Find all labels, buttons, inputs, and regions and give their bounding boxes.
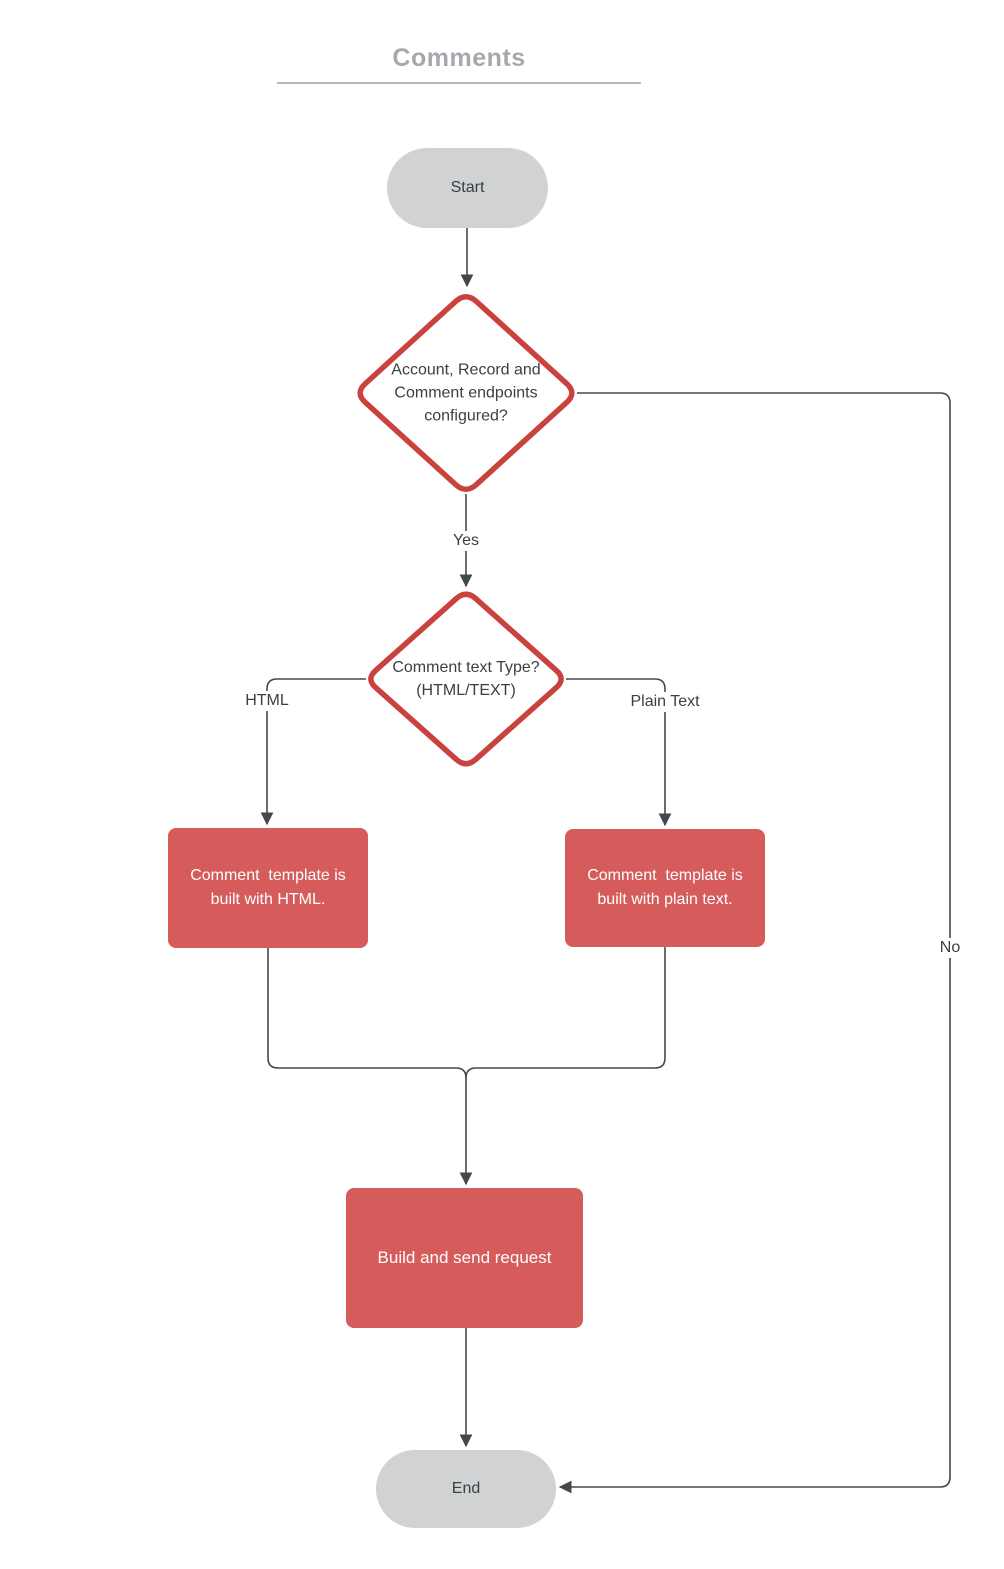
decision-endpoints-shape [357,293,575,493]
html-template-label: Comment template is built with HTML. [190,867,351,908]
build-request-node: Build and send request [346,1188,583,1328]
html-edge-label: HTML [240,691,294,711]
html-template-node: Comment template is built with HTML. [168,828,368,948]
end-node: End [376,1450,556,1528]
edge-html-branch [260,678,366,826]
flowchart-title: Comments [392,44,526,72]
decision-texttype-label: Comment text Type? (HTML/TEXT) [392,658,540,699]
title-underline [277,82,641,84]
edge-merge-left-to-build [267,948,473,1186]
plain-template-label: Comment template is built with plain tex… [587,867,748,908]
yes-edge-label: Yes [447,531,485,551]
decision-texttype-shape [368,591,564,767]
edge-plain-text-branch [566,678,672,827]
end-node-label: End [451,1480,481,1497]
edge-merge-right-to-build [465,947,666,1079]
no-edge-label: No [934,938,966,958]
start-node: Start [387,148,548,228]
plain-text-edge-label: Plain Text [625,692,705,712]
decision-endpoints-label: Account, Record and Comment endpoints co… [391,361,541,425]
start-node-label: Start [450,179,485,196]
build-request-label: Build and send request [377,1248,552,1268]
plain-template-node: Comment template is built with plain tex… [565,829,765,947]
